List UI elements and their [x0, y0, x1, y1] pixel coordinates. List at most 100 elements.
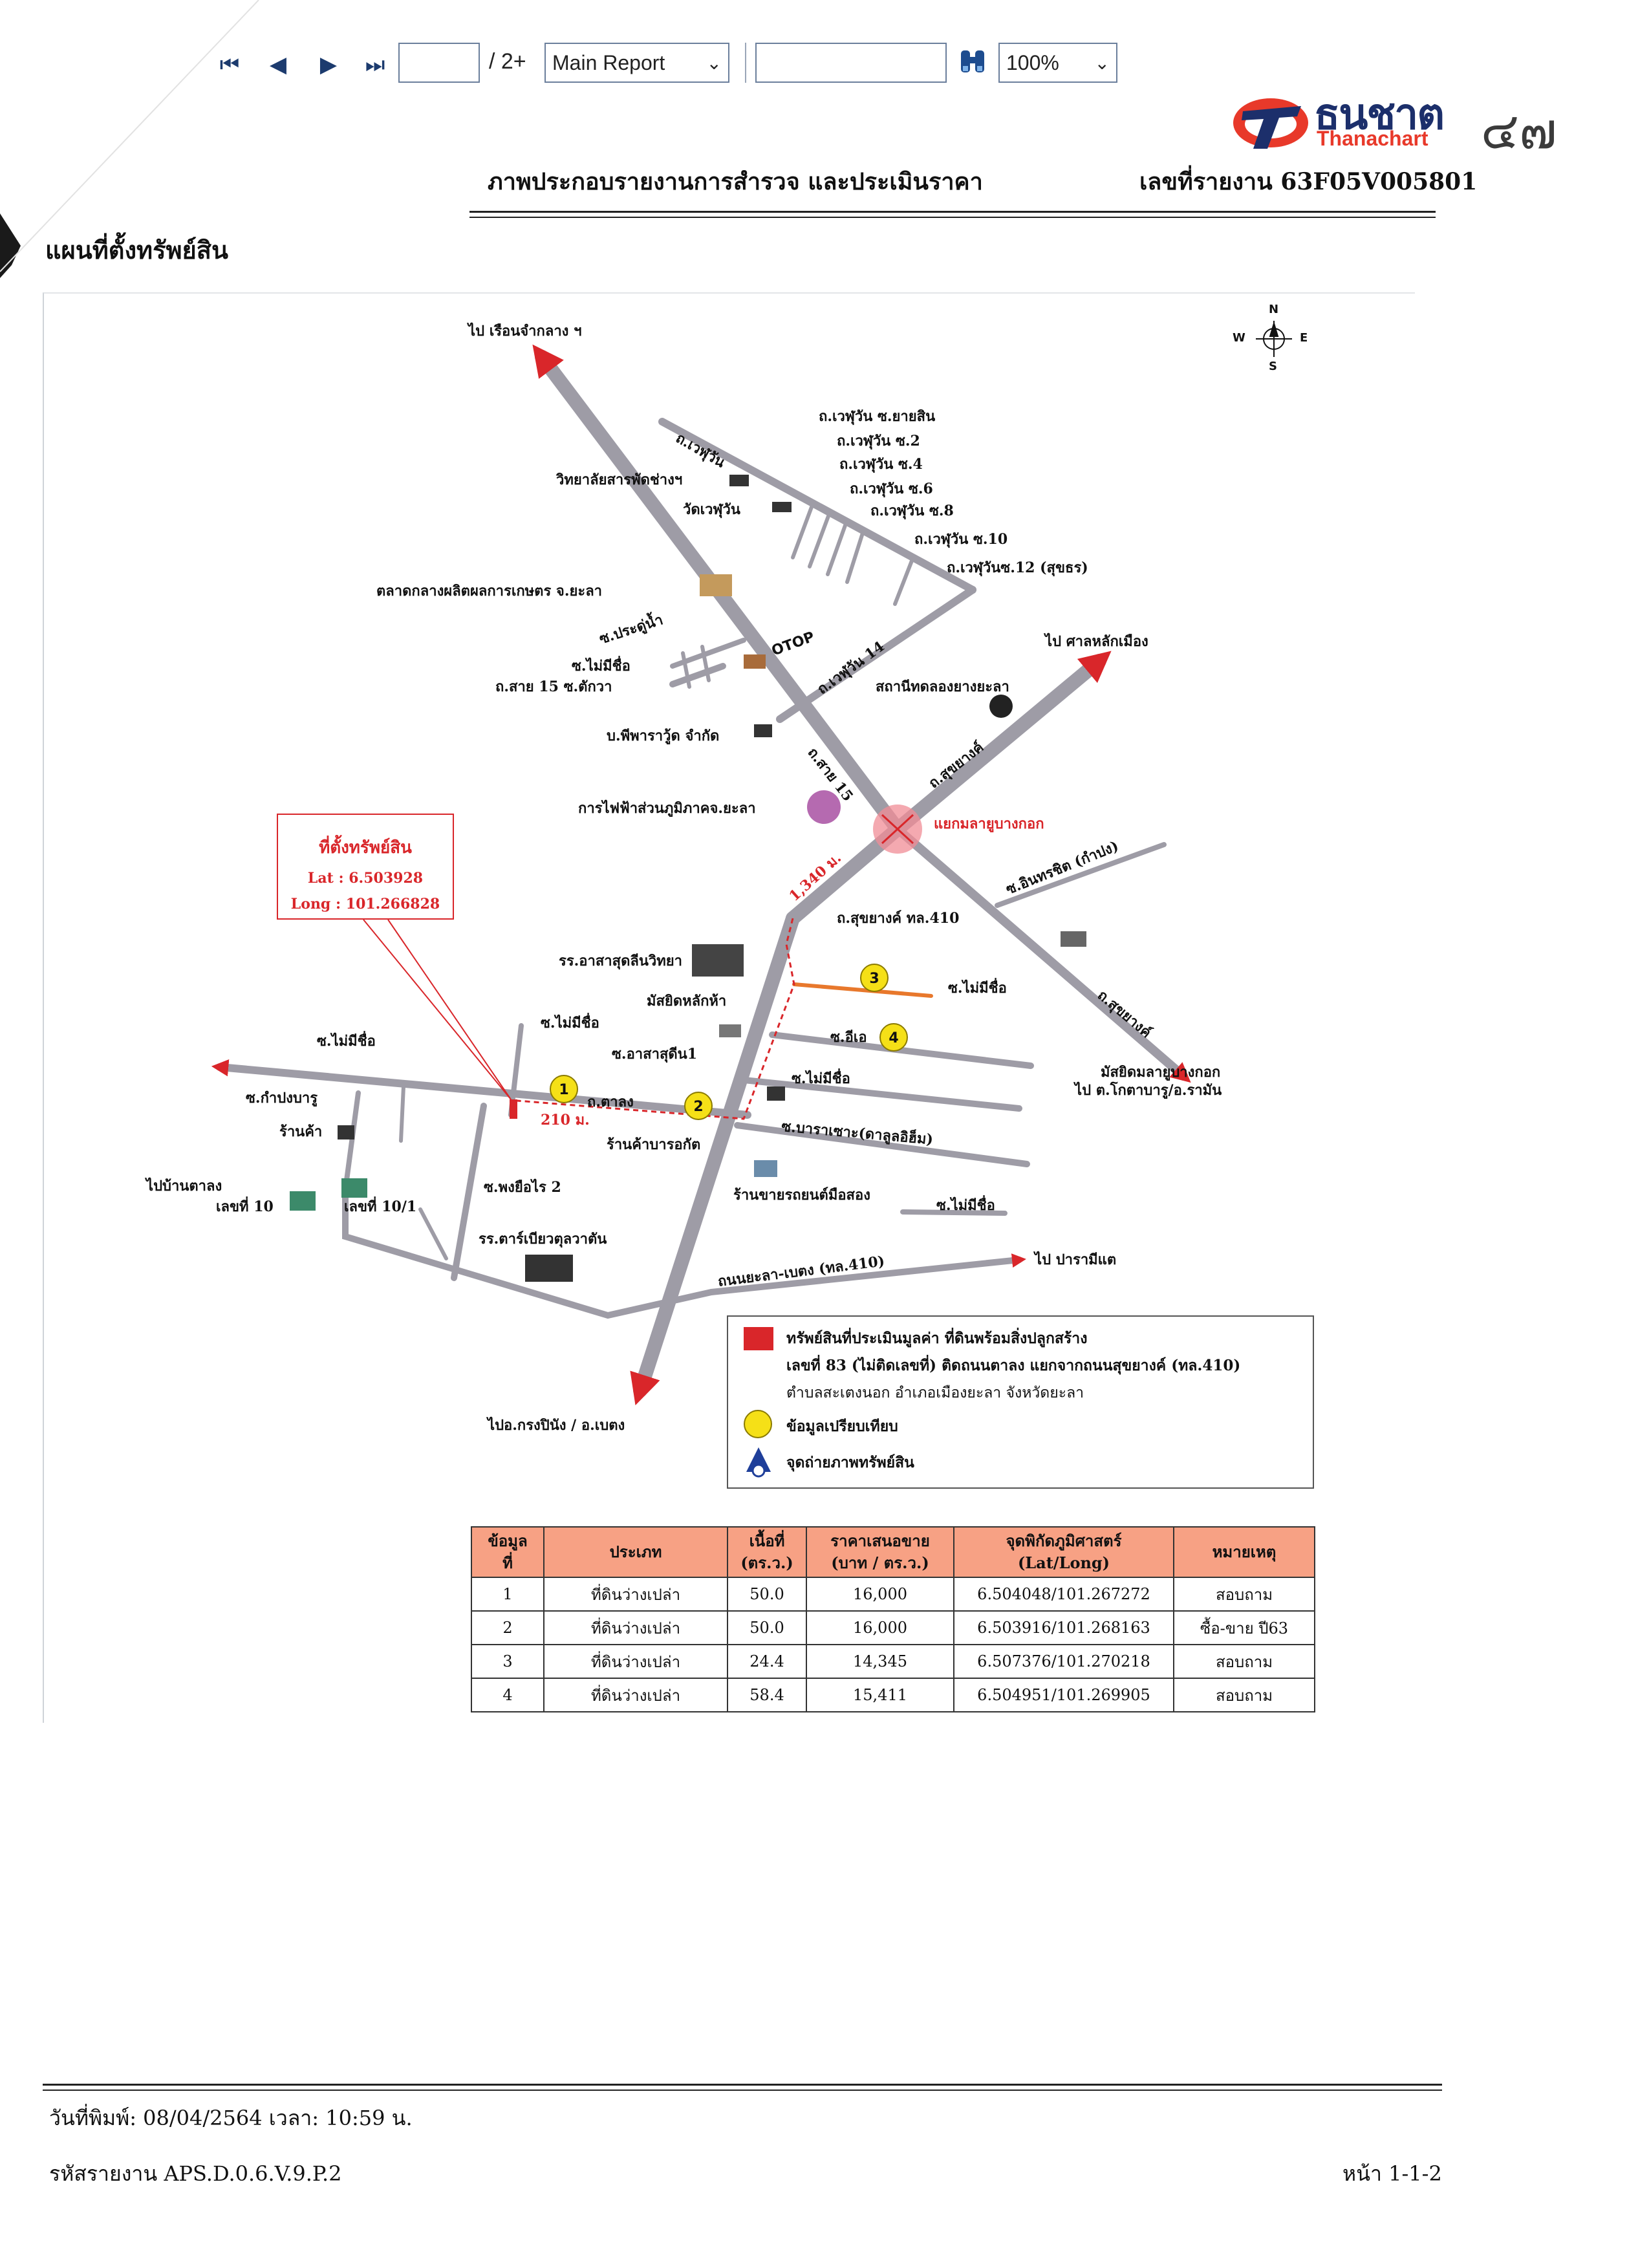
- first-page-button[interactable]: ⏮: [219, 52, 240, 78]
- landmark-icons: [290, 475, 1086, 1282]
- otop-icon: [744, 654, 766, 669]
- compass-south: S: [1269, 360, 1277, 373]
- map-label: ซ.อีเอ: [830, 1029, 867, 1046]
- table-cell: 50.0: [727, 1610, 807, 1645]
- comparable-marker-2: [684, 1092, 713, 1120]
- comparable-marker-4: [879, 1023, 908, 1052]
- map-label: ถ.เวฬุวัน ซ.4: [839, 456, 923, 473]
- compass-east: E: [1300, 331, 1308, 345]
- chevron-down-icon: ⌄: [1094, 52, 1110, 73]
- map-label: ซ.พงยือไร 2: [484, 1179, 561, 1196]
- house-icon: [767, 1086, 785, 1101]
- thanachart-logo-icon: [1233, 98, 1308, 149]
- school-icon: [692, 944, 744, 977]
- map-label: ถ.เวฬุวัน ซ.6: [850, 481, 933, 497]
- map-label: ไป ต.โกตาบารู/อ.รามัน: [1075, 1082, 1222, 1099]
- chevron-down-icon: ⌄: [706, 52, 722, 73]
- compass-north: N: [1269, 303, 1279, 316]
- column-header: หมายเหตุ: [1173, 1526, 1315, 1578]
- comparison-table: ข้อมูลที่ ประเภท เนื้อที่(ตร.ว.) ราคาเสน…: [471, 1526, 1315, 1712]
- property-long: Long : 101.266828: [290, 896, 440, 913]
- compass-icon: [1256, 321, 1292, 357]
- map-label: 210 ม.: [541, 1112, 590, 1129]
- map-label: ร้านขายรถยนต์มือสอง: [733, 1187, 870, 1204]
- table-cell: 6.504951/101.269905: [953, 1678, 1174, 1712]
- temple-icon: [772, 502, 792, 512]
- map-label: ไปบ้านตาลง: [146, 1178, 222, 1194]
- school-icon: [525, 1255, 573, 1282]
- map-label: ถ.เวฬุวันซ.12 (สุขธร): [947, 559, 1088, 576]
- print-date: วันที่พิมพ์: 08/04/2564 เวลา: 10:59 น.: [49, 2106, 413, 2130]
- property-legend-swatch: [744, 1327, 773, 1350]
- page-fold-shadow: [0, 0, 259, 278]
- table-row: 3 ที่ดินว่างเปล่า 24.4 14,345 6.507376/1…: [471, 1644, 1315, 1679]
- car-shop-icon: [754, 1160, 777, 1177]
- comparable-number-1: 1: [559, 1082, 568, 1098]
- table-row: 4 ที่ดินว่างเปล่า 58.4 15,411 6.504951/1…: [471, 1678, 1315, 1712]
- section-title: แผนที่ตั้งทรัพย์สิน: [45, 235, 228, 265]
- handwritten-page-note: ๔๗: [1481, 102, 1557, 160]
- map-label: ไป เรือนจำกลาง ฯ: [468, 323, 582, 340]
- map-label: ตลาดกลางผลิตผลการเกษตร จ.ยะลา: [376, 583, 603, 599]
- legend-property-line2: เลขที่ 83 (ไม่ติดเลขที่) ติดถนนตาลง แยกจ…: [786, 1357, 1241, 1374]
- map-label: ซ.กำปงบารู: [246, 1090, 318, 1107]
- map-label: ไปอ.กรงปินัง / อ.เบตง: [488, 1417, 625, 1434]
- market-icon: [700, 574, 732, 596]
- comparable-marker-1: [550, 1075, 578, 1103]
- binoculars-icon[interactable]: [958, 47, 987, 78]
- map-label: ไป ศาลหลักเมือง: [1045, 633, 1148, 650]
- legend-property-line3: ตำบลสะเตงนอก อำเภอเมืองยะลา จังหวัดยะลา: [786, 1385, 1084, 1401]
- road: [776, 586, 976, 723]
- map-label: การไฟฟ้าส่วนภูมิภาคจ.ยะลา: [578, 800, 756, 817]
- map-label: วิทยาลัยสารพัดช่างฯ: [556, 471, 683, 488]
- map-label: ถ.เวฬุวัน ซ.2: [837, 433, 920, 449]
- zoom-select[interactable]: 100% ⌄: [998, 43, 1117, 83]
- comparable-number-3: 3: [869, 971, 879, 987]
- map-label: เลขที่ 10/1: [344, 1198, 417, 1215]
- camera-point-icon: [746, 1447, 771, 1478]
- legend-property-line1: ทรัพย์สินที่ประเมินมูลค่า ที่ดินพร้อมสิ่…: [786, 1330, 1088, 1347]
- report-code: รหัสรายงาน APS.D.0.6.V.9.P.2: [49, 2161, 342, 2186]
- map-label: ถ.เวฬุวัน ซ.ยายสิน: [819, 408, 936, 425]
- header-rule: [469, 211, 1436, 213]
- map-label: ถ.เวฬุวัน ซ.8: [870, 502, 954, 519]
- map-label: ซ.ไม่มีชื่อ: [317, 1033, 376, 1050]
- building-icon: [729, 475, 749, 486]
- table-cell: ที่ดินว่างเปล่า: [543, 1610, 728, 1645]
- table-row: 1 ที่ดินว่างเปล่า 50.0 16,000 6.504048/1…: [471, 1577, 1315, 1612]
- building-icon: [719, 1024, 741, 1037]
- next-page-button[interactable]: ▶: [319, 52, 338, 78]
- map-label: สถานีทดลองยางยะลา: [876, 678, 1009, 695]
- search-input[interactable]: [755, 43, 947, 83]
- map-label: ถ.เวฬุวัน ซ.10: [914, 531, 1008, 548]
- table-cell: 4: [471, 1678, 544, 1712]
- map-label: มัสยิดหลักห้า: [647, 993, 727, 1010]
- column-header: ราคาเสนอขาย(บาท / ตร.ว.): [806, 1526, 954, 1578]
- road: [669, 663, 726, 687]
- factory-icon: [754, 724, 772, 737]
- table-cell: 16,000: [806, 1610, 954, 1645]
- report-select[interactable]: Main Report ⌄: [544, 43, 729, 83]
- table-cell: 24.4: [727, 1644, 807, 1679]
- table-cell: สอบถาม: [1173, 1678, 1315, 1712]
- previous-page-button[interactable]: ◀: [269, 52, 287, 78]
- table-cell: 3: [471, 1644, 544, 1679]
- map-label: ถ.สุขยางค์ ทล.410: [837, 910, 960, 927]
- map-label: มัสยิดมลายูบางกอก: [1101, 1064, 1221, 1081]
- map-label: ซ.ไม่มีชื่อ: [541, 1015, 599, 1031]
- map-frame: [43, 292, 1415, 1723]
- last-page-button[interactable]: ⏭: [365, 52, 385, 78]
- map-label: ซ.ไม่มีชื่อ: [936, 1197, 995, 1214]
- table-cell: สอบถาม: [1173, 1644, 1315, 1679]
- map-label: ซ.ไม่มีชื่อ: [572, 658, 630, 675]
- map-label: ร้านค้า: [279, 1123, 323, 1140]
- map-label: รร.ตาร์เบียวตุลวาตัน: [479, 1231, 607, 1247]
- footer-rule: [43, 2090, 1442, 2091]
- map-label: บ.พีพาราวู้ด จำกัด: [607, 728, 720, 744]
- map-label: ซ.อาสาสุดีน1: [612, 1046, 697, 1063]
- report-number: เลขที่รายงาน 63F05V005801: [1139, 168, 1478, 195]
- comparable-number-2: 2: [693, 1099, 703, 1115]
- compass-west: W: [1233, 331, 1245, 345]
- page-number-input[interactable]: [398, 43, 480, 83]
- mosque-icon: [1061, 931, 1086, 947]
